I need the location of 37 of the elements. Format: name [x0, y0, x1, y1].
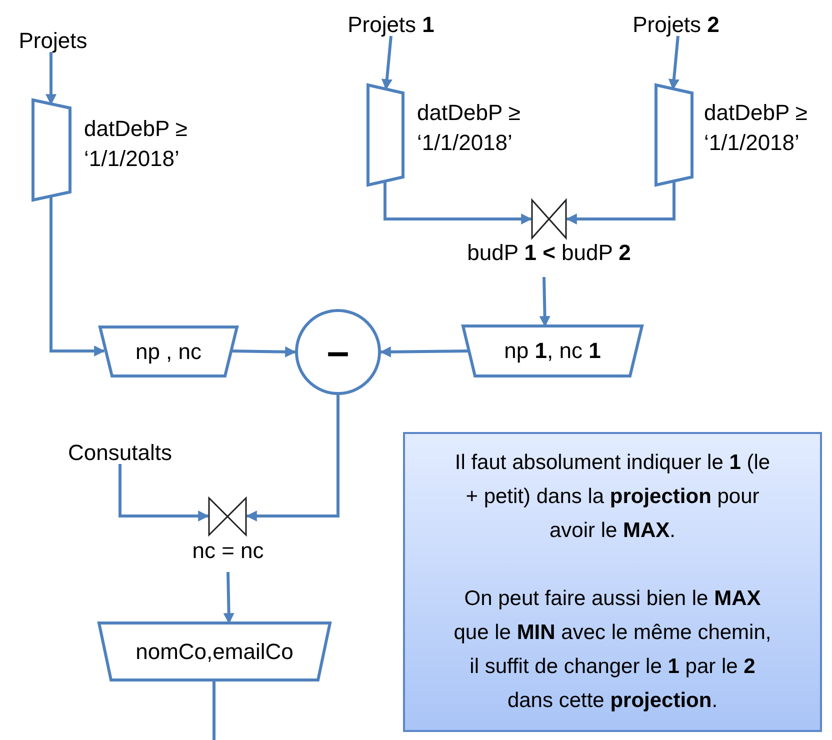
join-symbol — [531, 199, 567, 239]
arrow — [668, 36, 680, 90]
note-text: Il faut absolument indiquer le 1 (le + petit) dans la projection pour avoir le MAX. — [454, 450, 772, 544]
relation-label: Consutalts — [50, 438, 190, 468]
selection-trapezoid — [656, 85, 692, 185]
arrow — [380, 346, 468, 358]
selection-condition: datDebP ≥ ‘1/1/2018’ — [84, 115, 188, 173]
arrow — [246, 395, 340, 522]
arrow — [118, 464, 210, 522]
difference-circle — [295, 309, 381, 395]
arrow — [539, 276, 550, 328]
selection-trapezoid — [33, 100, 70, 200]
relation-label: Projets 1 — [336, 10, 446, 40]
projection-label: np 1, nc 1 — [503, 337, 602, 365]
projection-trapezoid — [99, 623, 330, 680]
arrow — [50, 196, 106, 356]
arrow — [223, 572, 234, 624]
projection-trapezoid — [100, 327, 237, 376]
join-symbol — [208, 497, 247, 536]
arrow — [566, 181, 676, 224]
relation-label: Projets — [6, 26, 100, 56]
relation-label: Projets 2 — [620, 10, 732, 40]
selection-trapezoid — [368, 85, 403, 185]
selection-condition: datDebP ≥ ‘1/1/2018’ — [417, 99, 522, 157]
projection-label: np , nc — [134, 338, 203, 366]
note-box — [403, 432, 822, 732]
note-text: On peut faire aussi bien le MAX que le MIN avec le même chemin, il suffit de changer le 1 par le 2 dans cette projection. — [452, 586, 772, 714]
arrow — [46, 52, 56, 106]
projection-label: nomCo,emailCo — [134, 638, 294, 666]
join-condition: nc = nc — [191, 537, 265, 565]
arrow — [381, 36, 392, 90]
join-condition: budP 1 < budP 2 — [466, 239, 632, 267]
selection-condition: datDebP ≥ ‘1/1/2018’ — [704, 99, 808, 157]
arrow — [384, 181, 532, 224]
operator-symbol: – — [326, 338, 350, 366]
arrow — [232, 346, 296, 358]
projection-trapezoid — [463, 326, 642, 376]
